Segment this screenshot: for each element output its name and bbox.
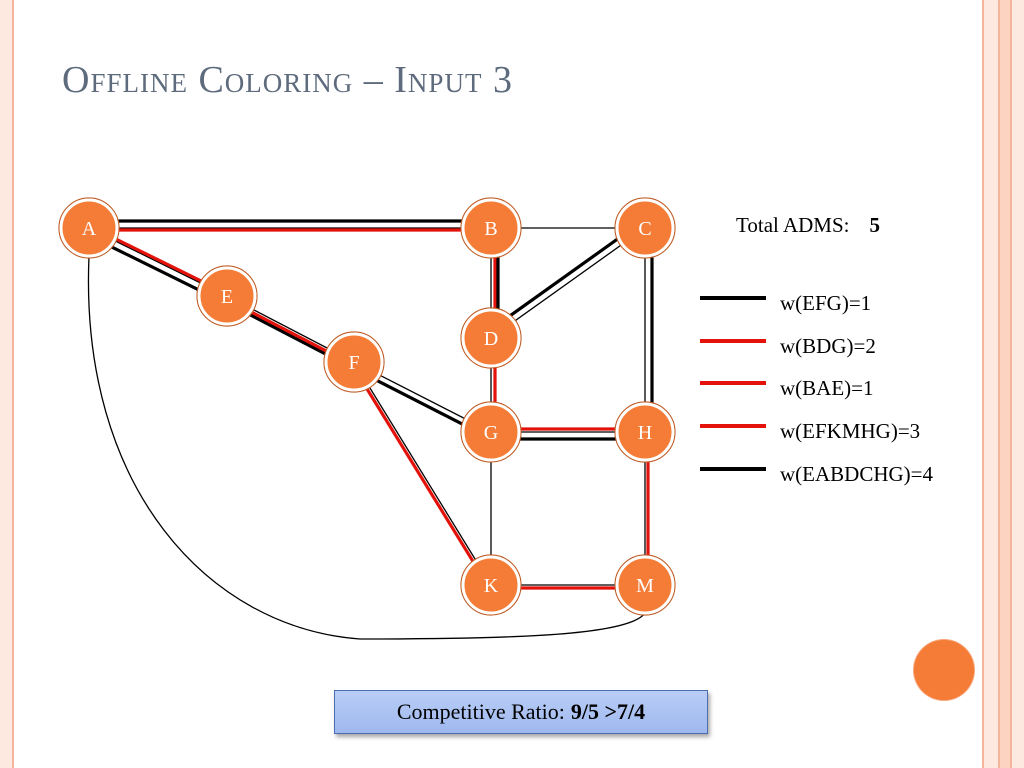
node-F-outline (323, 331, 385, 393)
node-M-label: M (636, 575, 654, 597)
node-H-label: H (638, 422, 652, 444)
path-layer (84, 219, 654, 590)
total-adms-label: Total ADMS: (736, 213, 850, 237)
total-adms-value: 5 (869, 213, 880, 237)
node-K-outline (460, 554, 522, 616)
edge-F-K (353, 361, 492, 586)
edge-A-M (87, 255, 646, 640)
legend-label-5: w(EABDCHG)=4 (780, 462, 933, 486)
legend-label-4: w(EFKMHG)=3 (780, 419, 921, 443)
path-EABDCHG-segment-DC (485, 220, 643, 334)
node-B: B (460, 197, 522, 259)
node-D-circle (461, 308, 521, 368)
node-F-circle (324, 332, 384, 392)
node-D: D (460, 307, 522, 369)
node-B-circle (461, 198, 521, 258)
competitive-ratio-label: Competitive Ratio: (396, 699, 565, 724)
node-D-outline (460, 307, 522, 369)
node-A-outline (58, 197, 120, 259)
node-B-outline (460, 197, 522, 259)
node-K-label: K (484, 575, 499, 597)
node-E: E (196, 265, 258, 327)
legend-label-2: w(BDG)=2 (780, 334, 876, 358)
edge-C-D (490, 227, 646, 339)
node-G-outline (460, 401, 522, 463)
node-C-label: C (638, 218, 651, 240)
node-G-circle (461, 402, 521, 462)
node-F-label: F (348, 352, 359, 374)
node-M-circle (615, 555, 675, 615)
slide-frame-left (0, 0, 14, 768)
edge-layer (87, 227, 646, 640)
slide-title: Offline Coloring – Input 3 (62, 59, 513, 101)
node-C: C (614, 197, 676, 259)
node-K-circle (461, 555, 521, 615)
node-A: A (58, 197, 120, 259)
competitive-ratio-value: 9/5 >7/4 (570, 699, 646, 724)
node-H: H (614, 401, 676, 463)
node-D-label: D (484, 328, 498, 350)
node-E-circle (197, 266, 257, 326)
node-B-label: B (484, 218, 497, 240)
node-layer: A B C D E F G H K M (58, 197, 676, 616)
decorative-circle (914, 640, 974, 700)
node-K: K (460, 554, 522, 616)
node-A-circle (59, 198, 119, 258)
node-M-outline (614, 554, 676, 616)
node-C-circle (615, 198, 675, 258)
competitive-ratio-box: Competitive Ratio:9/5 >7/4 (334, 690, 708, 734)
node-A-label: A (82, 218, 97, 240)
node-F: F (323, 331, 385, 393)
node-M: M (614, 554, 676, 616)
total-adms: Total ADMS: 5 (736, 213, 880, 238)
legend-layer (700, 296, 766, 471)
node-C-outline (614, 197, 676, 259)
node-H-outline (614, 401, 676, 463)
node-E-label: E (221, 286, 233, 308)
node-H-circle (615, 402, 675, 462)
node-E-outline (196, 265, 258, 327)
node-G: G (460, 401, 522, 463)
slide-frame-right (974, 0, 1024, 768)
legend-label-1: w(EFG)=1 (780, 291, 872, 315)
legend-label-3: w(BAE)=1 (780, 376, 874, 400)
node-G-label: G (484, 422, 498, 444)
path-EFKMHG-segment-FK (349, 361, 491, 589)
